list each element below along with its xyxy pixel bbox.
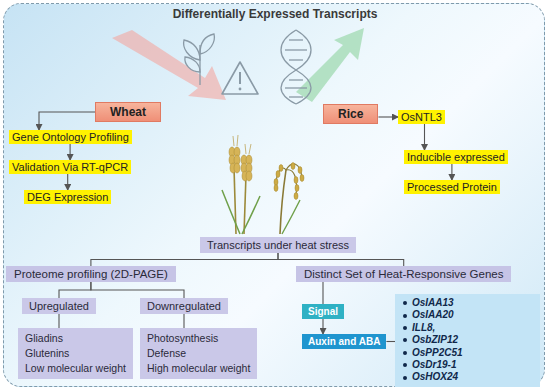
node-text: Auxin and ABA <box>308 336 380 347</box>
bullet-dot <box>403 351 407 355</box>
category-box: Upregulated <box>22 298 96 314</box>
diagram-title: Differentially Expressed Transcripts <box>0 7 550 21</box>
node-text: Low molecular weight <box>25 361 126 376</box>
node-text: Gene Ontology Profiling <box>12 131 129 143</box>
gene-row: ILL8, <box>403 322 532 334</box>
list-panel: GliadinsGluteninsLow molecular weight <box>18 328 133 379</box>
signal-box: Signal <box>302 304 344 319</box>
node-text: Inducible expressed <box>407 151 505 163</box>
node-text: Gliadins <box>25 331 126 346</box>
gene-row: OsDr19-1 <box>403 359 532 371</box>
gene-list: OsIAA13OsIAA20ILL8,OsbZIP12OsPP2C51OsDr1… <box>395 294 540 387</box>
bullet-dot <box>403 376 407 380</box>
connector <box>70 144 71 160</box>
node-text: Glutenins <box>25 346 126 361</box>
gene-name: OsIAA13 <box>412 297 454 309</box>
process-box: Inducible expressed <box>404 150 508 164</box>
gene-name: OsHOX24 <box>412 371 458 383</box>
gene-row: OsIAA13 <box>403 297 532 309</box>
category-box: Downregulated <box>140 298 228 314</box>
connector <box>91 253 278 266</box>
connector <box>67 174 68 190</box>
connector <box>278 253 404 266</box>
bullet-dot <box>403 338 407 342</box>
node-text: Defense <box>147 346 250 361</box>
process-box: DEG Expression <box>24 190 111 204</box>
gene-box: OsNTL3 <box>398 110 445 124</box>
species-box: Rice <box>323 104 378 124</box>
down-arrow <box>112 30 226 100</box>
connector <box>59 282 91 298</box>
node-text: Rice <box>338 107 363 121</box>
bullet-dot <box>403 326 407 330</box>
signal-box: Auxin and ABA <box>302 334 386 349</box>
process-box: Validation Via RT-qPCR <box>9 160 131 174</box>
connector <box>91 282 184 298</box>
process-box: Gene Ontology Profiling <box>9 130 132 144</box>
connector <box>424 124 425 150</box>
category-box: Proteome profiling (2D-PAGE) <box>6 266 176 282</box>
node-text: Proteome profiling (2D-PAGE) <box>14 268 168 280</box>
gene-row: OsbZIP12 <box>403 334 532 346</box>
node-text: Signal <box>308 306 338 317</box>
rice-picture <box>274 163 304 234</box>
connector <box>322 282 323 304</box>
dna-icon <box>281 30 311 104</box>
connector <box>386 341 395 342</box>
node-text: Upregulated <box>29 300 89 312</box>
bullet-dot <box>403 314 407 318</box>
node-text: OsNTL3 <box>401 111 442 123</box>
gene-row: OsHOX24 <box>403 371 532 383</box>
node-text: DEG Expression <box>27 191 108 203</box>
node-text: Transcripts under heat stress <box>207 239 349 251</box>
connector <box>58 314 59 328</box>
connector <box>451 164 452 180</box>
bullet-dot <box>403 301 407 305</box>
connector <box>183 314 184 328</box>
node-text: Processed Protein <box>407 181 497 193</box>
gene-row: OsIAA20 <box>403 309 532 321</box>
connector <box>322 319 323 334</box>
species-box: Wheat <box>95 102 161 122</box>
node-text: Distinct Set of Heat-Responsive Genes <box>304 268 503 280</box>
node-text: Wheat <box>110 105 146 119</box>
plant-icon <box>184 34 215 85</box>
node-text: High molecular weight <box>147 361 250 376</box>
node-text: Photosynthesis <box>147 331 250 346</box>
connector <box>378 116 398 117</box>
node-text: Downregulated <box>147 300 221 312</box>
gene-name: OsbZIP12 <box>412 334 458 346</box>
gene-name: OsDr19-1 <box>412 359 456 371</box>
process-box: Processed Protein <box>404 180 500 194</box>
gene-name: ILL8, <box>412 322 435 334</box>
root-box: Transcripts under heat stress <box>200 237 356 253</box>
gene-row: OsPP2C51 <box>403 347 532 359</box>
connector <box>39 112 95 130</box>
gene-name: OsIAA20 <box>412 309 454 321</box>
warning-icon <box>222 62 258 94</box>
list-panel: PhotosynthesisDefenseHigh molecular weig… <box>140 328 257 379</box>
bullet-dot <box>403 363 407 367</box>
node-text: Validation Via RT-qPCR <box>12 161 128 173</box>
category-box: Distinct Set of Heat-Responsive Genes <box>296 266 511 282</box>
wheat-picture <box>222 135 260 234</box>
gene-name: OsPP2C51 <box>412 347 463 359</box>
